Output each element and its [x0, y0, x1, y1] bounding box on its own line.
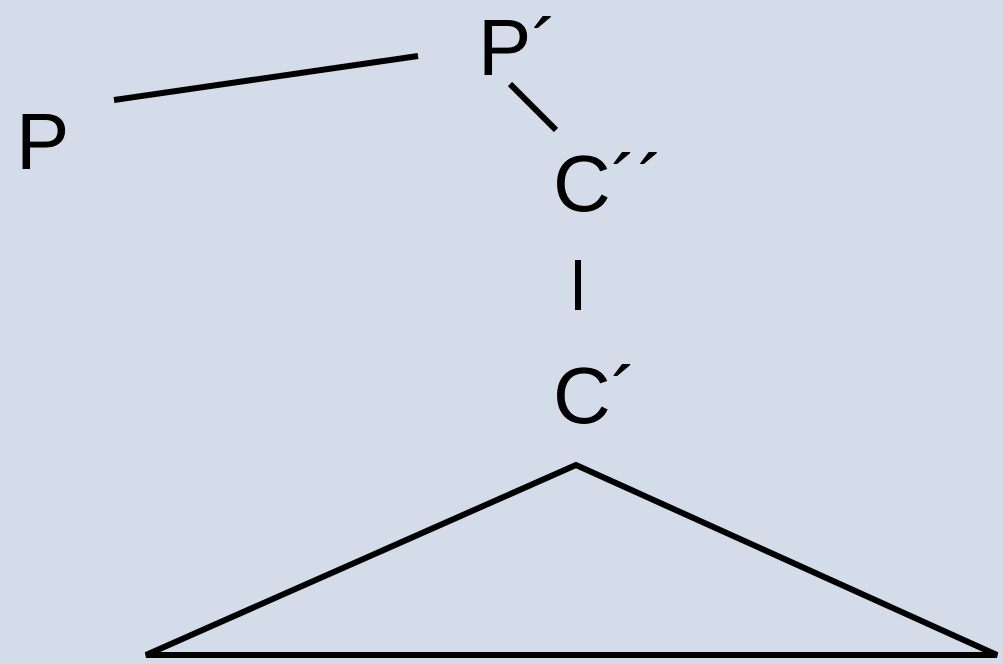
- node-c-prime: C´: [553, 351, 638, 440]
- edge-p-prime-to-c-double-prime: [507, 81, 559, 133]
- edge-p-to-p-prime: [113, 53, 419, 103]
- node-p: P: [16, 97, 70, 186]
- node-c-double-prime: C´´: [553, 139, 665, 228]
- subtree-triangle: [144, 461, 999, 658]
- node-p-prime: P´: [478, 3, 558, 92]
